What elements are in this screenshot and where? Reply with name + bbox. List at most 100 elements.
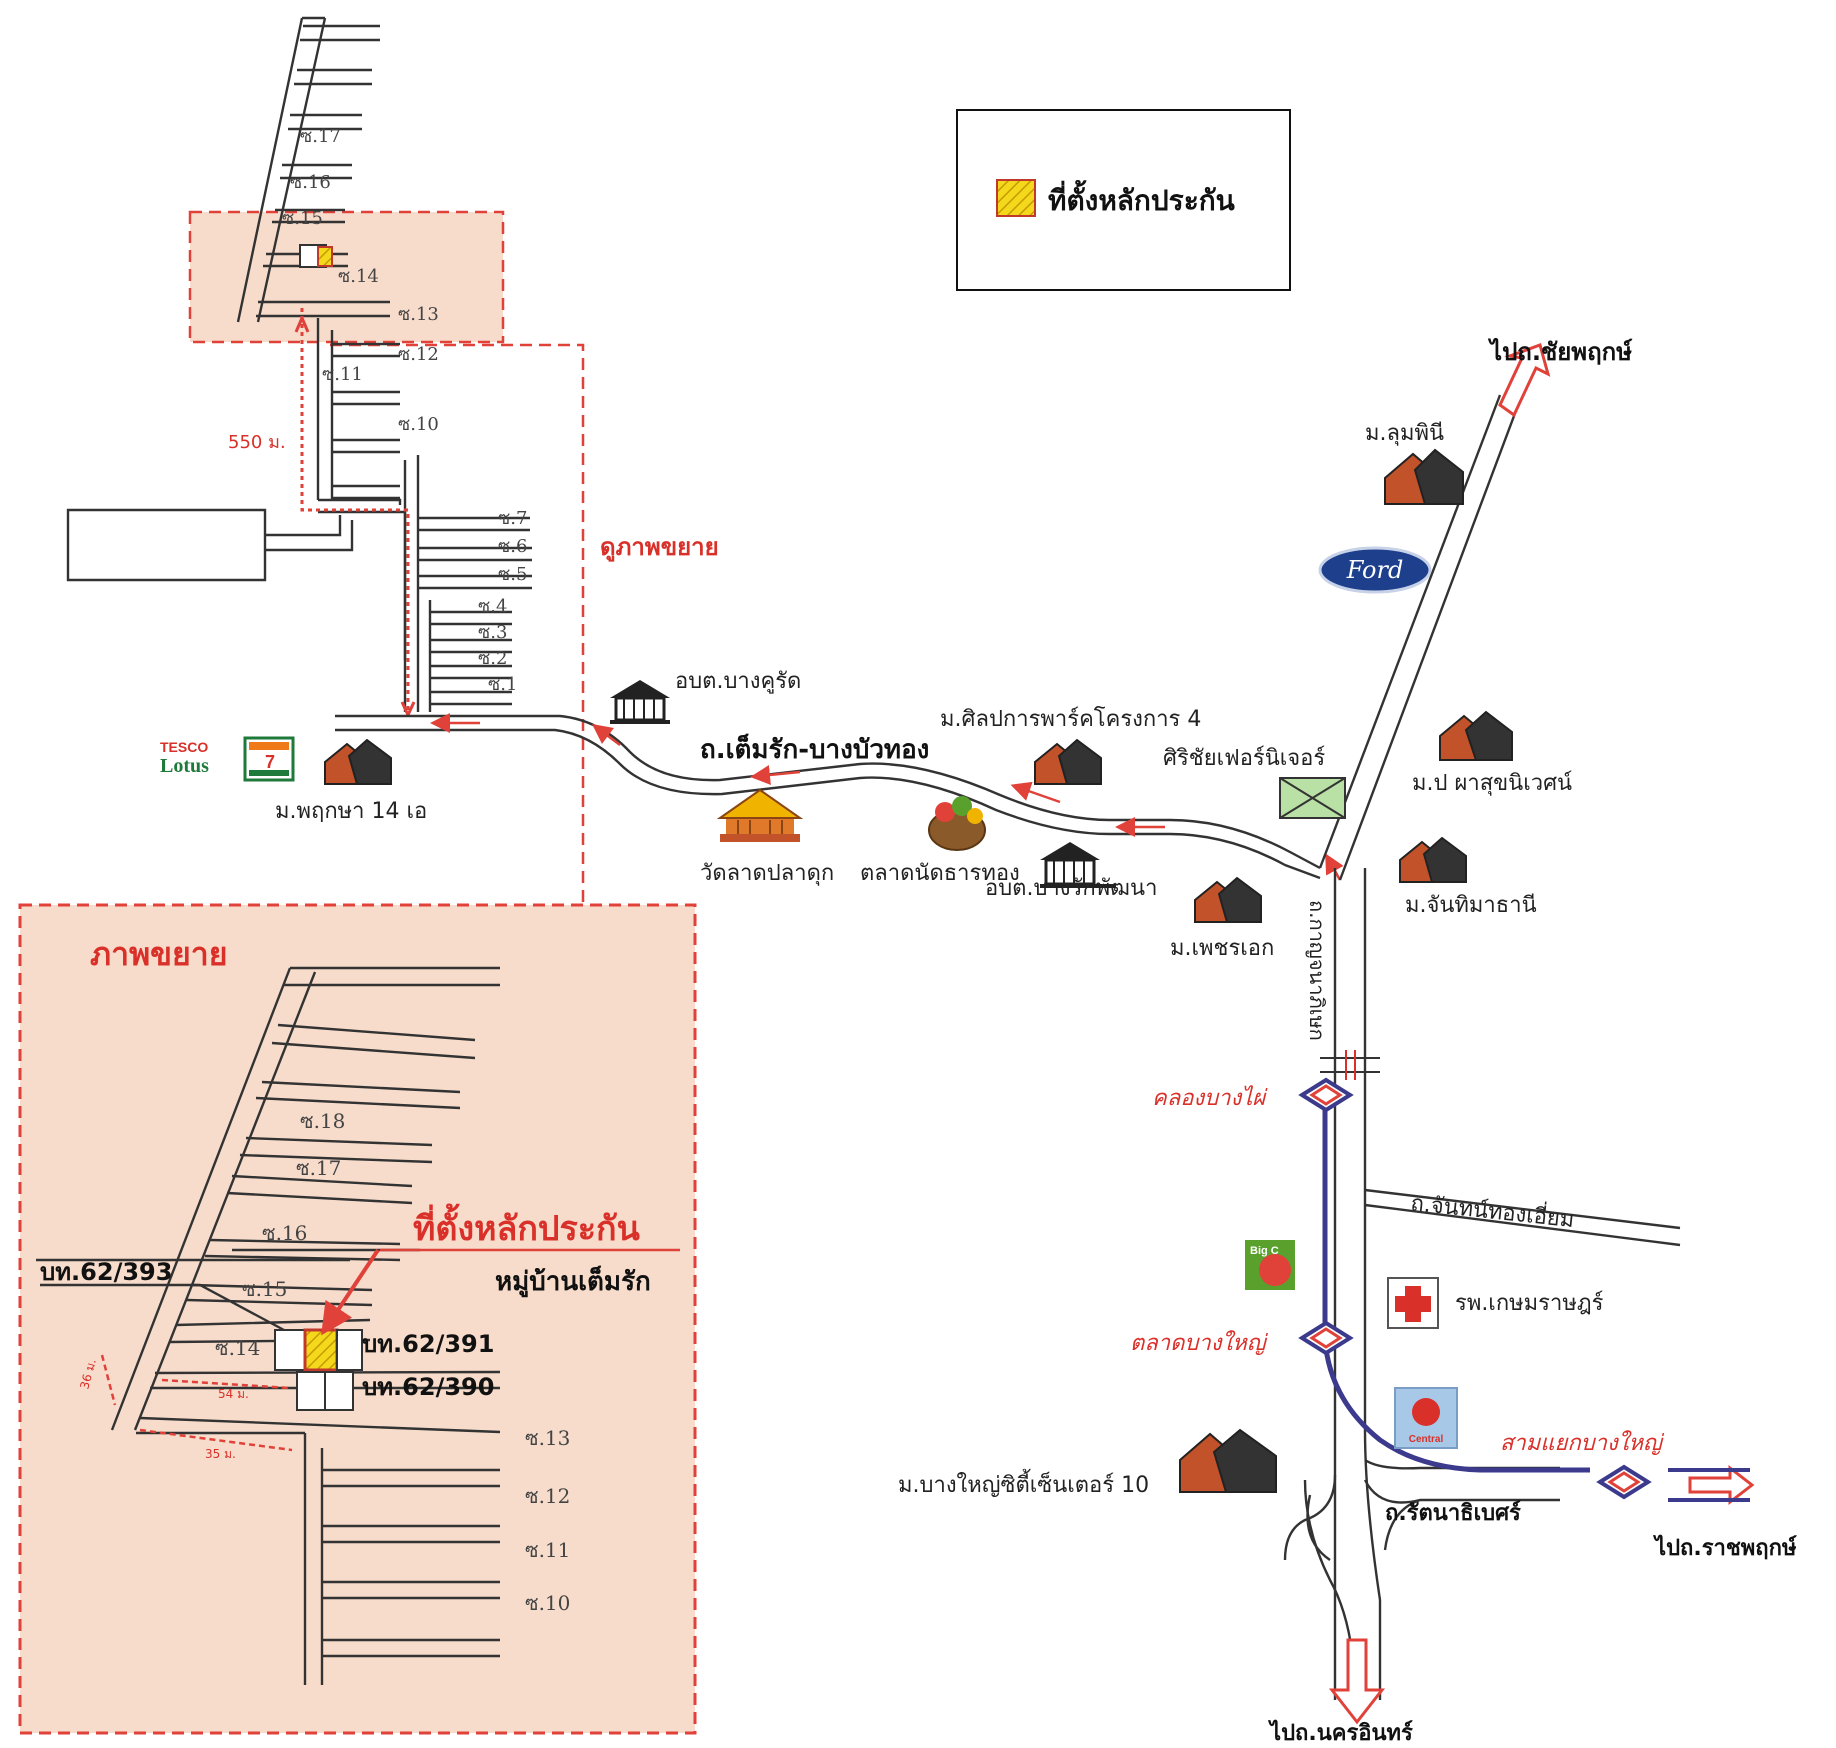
soi-label: ซ.10 [525,1591,570,1615]
label-main-road: ถ.เต็มรัก-บางบัวทอง [700,733,929,765]
station-talat-bang-yai[interactable] [1298,1320,1354,1356]
house-icon [324,738,392,785]
label-to-chaiyaphruek: ไปถ.ชัยพฤกษ์ [1487,337,1633,366]
house-icon [1179,1428,1277,1493]
soi-label: ซ.11 [525,1538,570,1562]
soi-label: ซ.6 [498,536,527,557]
arrow-chaiyaphruek [1498,343,1551,418]
seven-eleven-logo: 7 [243,736,295,782]
svg-text:Ford: Ford [1346,556,1404,584]
zoom-title: ภาพขยาย [90,935,228,973]
zoom-village-label: หมู่บ้านเต็มรัก [495,1265,651,1298]
plot-393-label: บท.62/393 [40,1258,172,1286]
plot-390-label: บท.62/390 [362,1373,494,1401]
station-khlong-bang-phai[interactable] [1298,1077,1354,1113]
svg-text:Central: Central [1409,1434,1444,1445]
purple-line [1322,1110,1590,1473]
label-bangrak-phatthana: อบต.บางรักพัฒนา [985,876,1157,901]
legend-label: ที่ตั้งหลักประกัน [1048,179,1235,217]
label-station-samyaek-bang-yai: สามแยกบางใหญ่ [1500,1430,1665,1456]
label-phruksa: ม.พฤกษา 14 เอ [275,799,427,824]
soi-label: ซ.3 [478,622,507,643]
zoom-highlight-box [188,210,505,344]
soi-label: ซ.13 [398,304,439,325]
label-lumpini: ม.ลุมพินี [1365,421,1444,446]
arrow-nakhon-in [1328,1638,1386,1725]
market-basket-icon [928,796,986,851]
zoom-street-network [36,966,501,1685]
soi-label: ซ.2 [478,648,507,669]
dist-35-label: 35 ม. [205,1447,236,1461]
top-street-network [66,16,532,712]
label-chan-road: ถ.จันทน์ทองเอี่ยม [1409,1187,1576,1233]
label-distance: 550 ม. [228,432,286,453]
soi-label: ซ.14 [338,266,379,287]
ford-logo: Ford [1318,546,1432,594]
soi-label: ซ.7 [498,508,527,529]
soi-label: ซ.16 [262,1221,307,1245]
label-phetcharaek: ม.เพชรเอก [1170,936,1274,961]
label-bangyai-city: ม.บางใหญ่ซิตี้เซ็นเตอร์ 10 [898,1469,1149,1498]
top-soi-labels: ซ.17 ซ.16 ซ.15 ซ.14 ซ.13 ซ.12 ซ.11 ซ.10 … [282,126,527,695]
measure-54m [161,1378,291,1390]
tesco-lotus-logo: TESCO Lotus [160,739,209,777]
label-wat-ladpladuk: วัดลาดปลาดุก [700,861,834,886]
bigc-logo: Big C [1245,1240,1295,1290]
dist-54-label: 54 ม. [218,1387,249,1401]
measure-side [100,1354,117,1406]
route-550m [300,308,410,715]
measure-35m [139,1428,293,1452]
label-rattana-road: ถ.รัตนาธิเบศร์ [1385,1500,1521,1526]
zoom-guide-line [330,343,585,905]
arrow-ratchaphruek [1688,1464,1755,1506]
central-logo: Central [1394,1387,1458,1449]
svg-text:Big C: Big C [1250,1245,1279,1257]
label-to-nakhon-in: ไปถ.นครอินทร์ [1268,1719,1413,1746]
label-talat-nat: ตลาดนัดธารทอง [860,861,1020,886]
soi-label: ซ.11 [322,364,363,385]
soi-label: ซ.17 [300,126,341,147]
label-station-talat-bang-yai: ตลาดบางใหญ่ [1130,1330,1268,1356]
soi-label: ซ.14 [215,1336,260,1360]
label-station-khlong-bang-phai: คลองบางไผ่ [1152,1085,1268,1111]
government-building-icon [610,680,670,724]
rail-ratchaphruek [1668,1468,1750,1502]
label-siri-furniture: ศิริชัยเฟอร์นิเจอร์ [1163,746,1325,771]
top-plot-marker [317,246,333,267]
label-pha-suk: ม.ป ผาสุขนิเวศน์ [1412,771,1572,796]
house-icon [1194,876,1262,923]
hospital-icon [1387,1277,1439,1329]
soi-label: ซ.12 [398,344,439,365]
house-icon [1399,836,1467,883]
zoom-inset [18,903,697,1735]
furniture-store-icon [1279,777,1346,819]
soi-label: ซ.12 [525,1484,570,1508]
main-road [335,713,1344,881]
soi-label: ซ.1 [488,674,517,695]
svg-text:TESCO: TESCO [160,739,208,755]
temple-icon [716,788,804,842]
soi-label: ซ.18 [300,1109,345,1133]
soi-label: ซ.13 [525,1426,570,1450]
zoom-collateral-label: ที่ตั้งหลักประกัน [413,1203,640,1249]
label-kanchana-road: ถ.กาญจนาภิเษก [1305,900,1329,1041]
route-arrow-up [294,317,310,333]
label-oborto-bangkhurat: อบต.บางคูรัด [675,669,801,694]
svg-text:7: 7 [265,752,275,772]
soi-label: ซ.17 [296,1156,341,1180]
plot-391-label: บท.62/391 [362,1330,494,1358]
label-silapakarn: ม.ศิลปการพาร์คโครงการ 4 [940,706,1201,732]
svg-text:Lotus: Lotus [160,755,209,777]
soi-label: ซ.15 [242,1277,287,1301]
route-arrow-down [400,701,416,716]
collateral-plot-marker [303,1328,339,1372]
house-icon [1034,738,1102,785]
label-chantima: ม.จันทิมาธานี [1405,893,1537,918]
soi-label: ซ.10 [398,414,439,435]
zoom-plots [274,1328,363,1411]
soi-label: ซ.16 [290,172,331,193]
house-icon [1439,710,1513,761]
soi-label: ซ.15 [282,208,323,229]
station-samyaek-bang-yai[interactable] [1596,1464,1652,1500]
